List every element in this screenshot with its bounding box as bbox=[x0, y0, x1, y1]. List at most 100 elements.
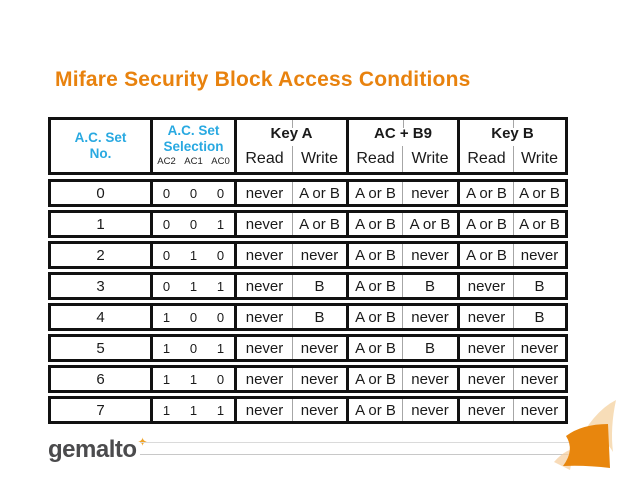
bit-ac1-value: 1 bbox=[189, 278, 198, 294]
bit-ac0-value: 0 bbox=[216, 371, 225, 387]
orange-flame-corner-icon bbox=[554, 400, 616, 470]
ac-set-selection-cell: 1 1 1 bbox=[150, 399, 234, 421]
ac-set-selection-cell: 0 1 0 bbox=[150, 244, 234, 266]
header-ac-b9-write: Write bbox=[402, 146, 457, 172]
ac-b9-read-cell: A or B bbox=[346, 399, 402, 421]
access-conditions-table: A.C. Set No. A.C. Set Selection AC2 AC1 … bbox=[48, 117, 568, 427]
bit-ac0-value: 1 bbox=[216, 278, 225, 294]
ac-b9-read-cell: A or B bbox=[346, 182, 402, 204]
bit-ac1-value: 1 bbox=[189, 247, 198, 263]
header-key-b-sub: Read Write bbox=[460, 146, 565, 172]
header-bit-ac0: AC0 bbox=[211, 156, 230, 168]
bit-ac0-value: 0 bbox=[216, 247, 225, 263]
table-row: 3 0 1 1 never B A or B B never B bbox=[48, 272, 568, 300]
table-row: 5 1 0 1 never never A or B B never never bbox=[48, 334, 568, 362]
bit-ac0-value: 1 bbox=[216, 216, 225, 232]
ac-set-selection-cell: 0 1 1 bbox=[150, 275, 234, 297]
header-key-b-read: Read bbox=[467, 150, 506, 167]
key-a-write-cell: never bbox=[292, 368, 346, 390]
header-group-key-a: Key A Read Write bbox=[234, 120, 346, 172]
bit-values: 0 0 1 bbox=[153, 217, 234, 232]
ac-b9-read-cell: A or B bbox=[346, 306, 402, 328]
bit-values: 1 1 0 bbox=[153, 372, 234, 387]
bit-ac2-value: 0 bbox=[162, 185, 171, 201]
ac-b9-write-cell: never bbox=[402, 399, 457, 421]
key-a-read-cell: never bbox=[234, 213, 292, 235]
key-b-read-cell: A or B bbox=[457, 244, 513, 266]
header-ac-set-selection-label: A.C. Set Selection bbox=[163, 123, 224, 154]
key-b-write-cell: never bbox=[513, 399, 565, 421]
header-bit-labels: AC2 AC1 AC0 bbox=[153, 156, 234, 167]
table-header-row: A.C. Set No. A.C. Set Selection AC2 AC1 … bbox=[48, 117, 568, 175]
key-b-read-cell: never bbox=[457, 399, 513, 421]
header-group-key-b: Key B Read Write bbox=[457, 120, 565, 172]
bit-ac1-value: 1 bbox=[189, 402, 198, 418]
key-a-read-cell: never bbox=[234, 399, 292, 421]
header-key-a-sub: Read Write bbox=[237, 146, 346, 172]
key-a-read-cell: never bbox=[234, 275, 292, 297]
ac-b9-read-cell: A or B bbox=[346, 337, 402, 359]
key-a-write-cell: A or B bbox=[292, 182, 346, 204]
header-ac-b9-label: AC + B9 bbox=[374, 124, 432, 142]
key-a-write-cell: B bbox=[292, 275, 346, 297]
ac-b9-write-cell: never bbox=[402, 182, 457, 204]
header-key-a-read: Read bbox=[245, 150, 284, 167]
key-a-write-cell: never bbox=[292, 244, 346, 266]
bit-ac2-value: 1 bbox=[162, 340, 171, 356]
key-b-write-cell: B bbox=[513, 275, 565, 297]
header-ac-set-selection: A.C. Set Selection AC2 AC1 AC0 bbox=[150, 120, 234, 172]
key-a-read-cell: never bbox=[234, 306, 292, 328]
ac-set-selection-cell: 1 0 0 bbox=[150, 306, 234, 328]
ac-b9-write-cell: A or B bbox=[402, 213, 457, 235]
bit-values: 0 0 0 bbox=[153, 186, 234, 201]
key-b-write-cell: B bbox=[513, 306, 565, 328]
bit-ac0-value: 1 bbox=[216, 340, 225, 356]
key-b-read-cell: never bbox=[457, 275, 513, 297]
key-b-read-cell: never bbox=[457, 306, 513, 328]
bit-values: 1 0 1 bbox=[153, 341, 234, 356]
key-a-read-cell: never bbox=[234, 337, 292, 359]
ac-set-no-cell: 4 bbox=[96, 308, 105, 326]
bit-ac0-value: 0 bbox=[216, 309, 225, 325]
ac-b9-write-cell: B bbox=[402, 337, 457, 359]
ac-set-no-cell: 3 bbox=[96, 277, 105, 295]
bit-values: 0 1 0 bbox=[153, 248, 234, 263]
key-b-write-cell: A or B bbox=[513, 182, 565, 204]
slide-title: Mifare Security Block Access Conditions bbox=[55, 68, 471, 91]
bit-ac1-value: 0 bbox=[189, 185, 198, 201]
header-ac-set-no: A.C. Set No. bbox=[74, 130, 127, 161]
ac-b9-read-cell: A or B bbox=[346, 275, 402, 297]
bit-ac1-value: 0 bbox=[189, 340, 198, 356]
ac-b9-write-cell: B bbox=[402, 275, 457, 297]
ac-set-no-cell: 0 bbox=[96, 184, 105, 202]
bit-values: 0 1 1 bbox=[153, 279, 234, 294]
key-b-write-cell: never bbox=[513, 337, 565, 359]
header-ac-b9-sub: Read Write bbox=[349, 146, 457, 172]
bit-ac2-value: 0 bbox=[162, 247, 171, 263]
key-b-read-cell: A or B bbox=[457, 182, 513, 204]
bit-ac0-value: 1 bbox=[216, 402, 225, 418]
bit-ac2-value: 1 bbox=[162, 402, 171, 418]
bit-ac1-value: 0 bbox=[189, 309, 198, 325]
ac-set-selection-cell: 1 0 1 bbox=[150, 337, 234, 359]
ac-b9-write-cell: never bbox=[402, 244, 457, 266]
ac-set-no-cell: 5 bbox=[96, 339, 105, 357]
header-key-a-label: Key A bbox=[270, 124, 313, 142]
bit-ac2-value: 1 bbox=[162, 309, 171, 325]
ac-set-selection-cell: 1 1 0 bbox=[150, 368, 234, 390]
key-a-read-cell: never bbox=[234, 182, 292, 204]
key-a-read-cell: never bbox=[234, 244, 292, 266]
key-b-write-cell: never bbox=[513, 368, 565, 390]
header-bit-ac2: AC2 bbox=[157, 156, 176, 168]
ac-set-no-cell: 7 bbox=[96, 401, 105, 419]
ac-set-no-cell: 1 bbox=[96, 215, 105, 233]
key-a-write-cell: never bbox=[292, 337, 346, 359]
decorative-line-bottom bbox=[140, 454, 602, 455]
key-b-read-cell: never bbox=[457, 368, 513, 390]
decorative-line-top bbox=[140, 442, 602, 443]
key-b-read-cell: A or B bbox=[457, 213, 513, 235]
header-ac-b9-read: Read bbox=[356, 150, 395, 167]
bit-values: 1 0 0 bbox=[153, 310, 234, 325]
bit-ac1-value: 0 bbox=[189, 216, 198, 232]
